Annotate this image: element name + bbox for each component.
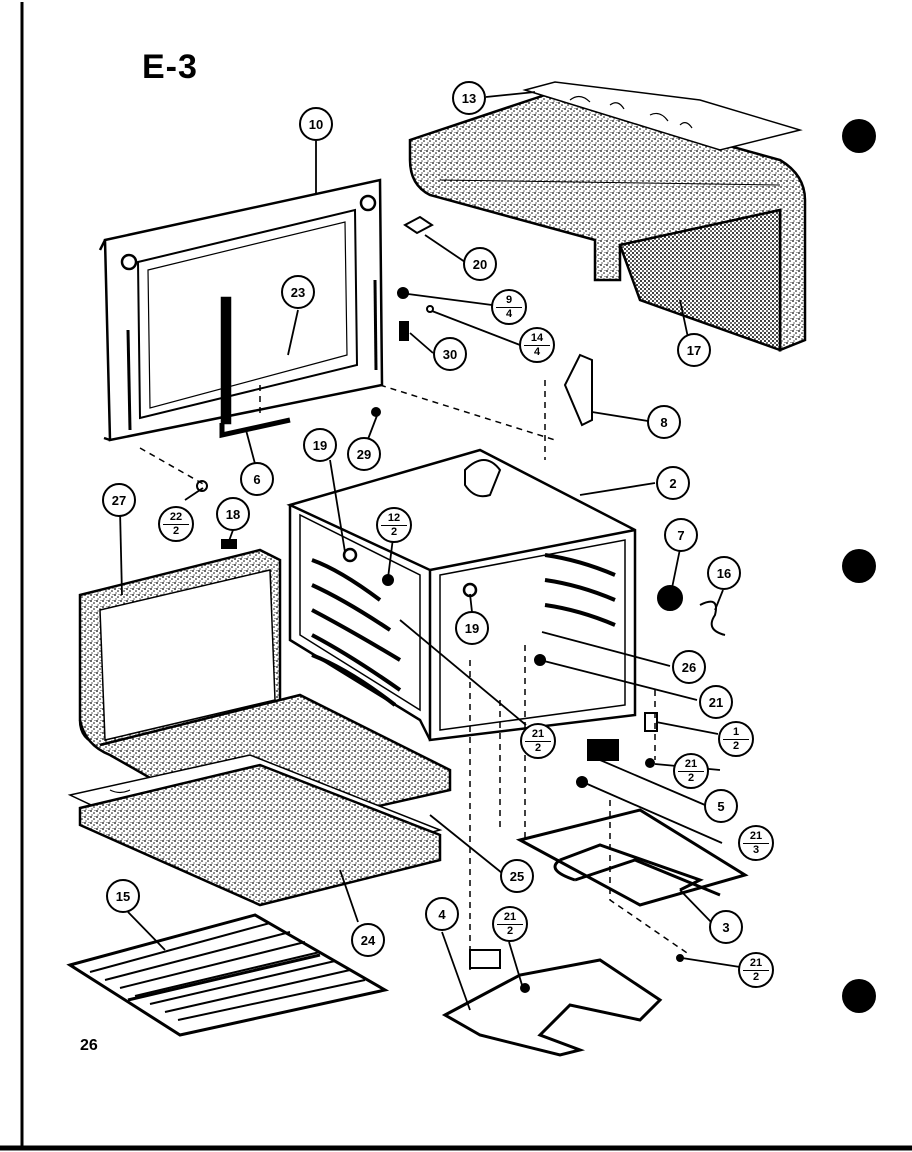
- fraction-numerator: 21: [684, 757, 698, 770]
- hole-punch-bottom: [842, 979, 876, 1013]
- fraction-denominator: 2: [506, 924, 514, 937]
- fraction-numerator: 12: [387, 511, 401, 524]
- callout-5: 5: [704, 789, 738, 823]
- hole-punch-middle: [842, 549, 876, 583]
- callout-16: 16: [707, 556, 741, 590]
- fraction-numerator: 21: [531, 727, 545, 740]
- oven-rack-part: [66, 913, 390, 1037]
- fraction-numerator: 21: [749, 956, 763, 969]
- callout-3: 3: [709, 910, 743, 944]
- hole-punch-top: [842, 119, 876, 153]
- fraction-numerator: 1: [732, 725, 740, 738]
- callout-6: 6: [240, 462, 274, 496]
- callout-19-upper: 19: [303, 428, 337, 462]
- callout-26: 26: [672, 650, 706, 684]
- callout-2: 2: [656, 466, 690, 500]
- fraction-numerator: 22: [169, 510, 183, 523]
- callout-8: 8: [647, 405, 681, 439]
- callout-27: 27: [102, 483, 136, 517]
- fraction-denominator: 4: [505, 307, 513, 320]
- fraction-denominator: 2: [732, 739, 740, 752]
- callout-10: 10: [299, 107, 333, 141]
- callout-24: 24: [351, 923, 385, 957]
- fraction-numerator: 21: [749, 829, 763, 842]
- bottom-insulation-part: [67, 754, 443, 907]
- fraction-denominator: 3: [752, 843, 760, 856]
- callout-20: 20: [463, 247, 497, 281]
- door-frame-part: [98, 178, 384, 442]
- fraction-denominator: 2: [390, 525, 398, 538]
- callout-30: 30: [433, 337, 467, 371]
- page-number: 26: [80, 1037, 98, 1054]
- fraction-denominator: 2: [534, 741, 542, 754]
- callout-18: 18: [216, 497, 250, 531]
- callout-21: 21: [699, 685, 733, 719]
- callout-17: 17: [677, 333, 711, 367]
- callout-23: 23: [281, 275, 315, 309]
- fraction-denominator: 2: [687, 771, 695, 784]
- fraction-denominator: 2: [172, 524, 180, 537]
- broil-element-part: [515, 808, 749, 907]
- diagram-heading: E-3: [142, 48, 198, 86]
- callout-13: 13: [452, 81, 486, 115]
- callout-7: 7: [664, 518, 698, 552]
- bake-element-part: [441, 949, 663, 1057]
- callout-25: 25: [500, 859, 534, 893]
- top-panel-part: [408, 81, 807, 352]
- oven-cavity-part: [286, 448, 637, 742]
- callout-29: 29: [347, 437, 381, 471]
- callout-19-lower: 19: [455, 611, 489, 645]
- fraction-denominator: 2: [752, 970, 760, 983]
- fraction-denominator: 4: [533, 345, 541, 358]
- assembly-guide-lines: [139, 380, 691, 970]
- fraction-numerator: 9: [505, 293, 513, 306]
- callout-15: 15: [106, 879, 140, 913]
- fraction-numerator: 14: [530, 331, 544, 344]
- fraction-numerator: 21: [503, 910, 517, 923]
- small-hardware-parts: [196, 215, 726, 993]
- callout-4: 4: [425, 897, 459, 931]
- leader-lines: [119, 91, 741, 1011]
